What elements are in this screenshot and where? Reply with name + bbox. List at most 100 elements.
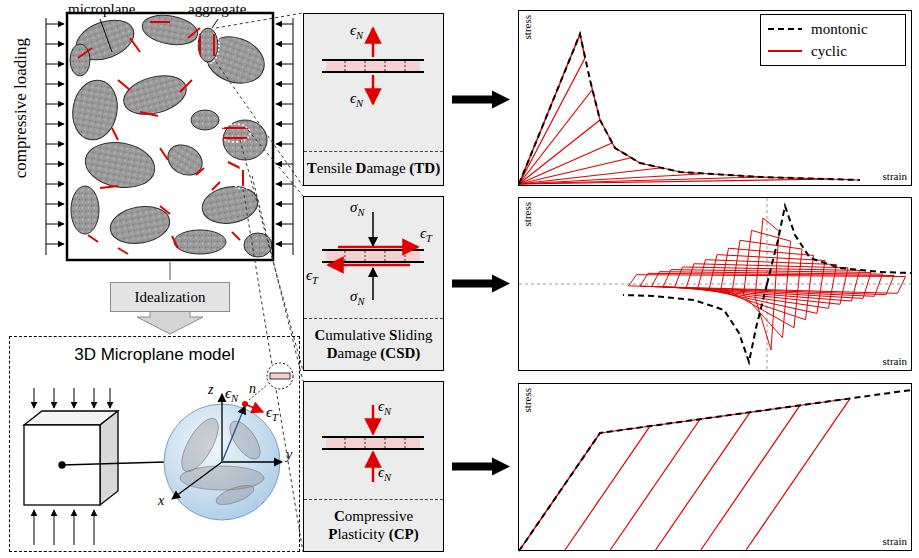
load-arrows <box>46 44 64 45</box>
load-arrows <box>46 144 64 145</box>
annotation-label: n <box>249 381 256 396</box>
microplane-band <box>322 60 424 72</box>
symbol-label: ϵT <box>420 225 432 245</box>
load-arrows <box>46 224 64 225</box>
concrete-specimen <box>67 13 273 260</box>
annotation-label: x <box>158 493 164 508</box>
annotation-label: y <box>286 447 292 462</box>
load-arrows <box>276 24 293 25</box>
aggregate-particles <box>70 44 90 76</box>
strain-arrows <box>372 405 375 434</box>
load-arrows <box>54 510 55 545</box>
microplane-band <box>322 437 424 449</box>
load-arrows <box>94 388 95 408</box>
stress-strain-curves <box>519 34 911 551</box>
process-box: Idealization <box>110 282 230 312</box>
unit-sphere <box>164 363 293 520</box>
zoom-leader <box>216 62 303 186</box>
load-arrows <box>46 204 64 205</box>
aggregate-particles <box>191 110 219 130</box>
cube <box>24 411 165 505</box>
stress-strain-curves <box>745 399 850 551</box>
microplane-band <box>322 71 424 73</box>
unit-sphere <box>172 462 222 499</box>
flow-arrow <box>452 280 492 288</box>
mechanism-panel: Tensile Damage (TD) <box>303 13 444 186</box>
leader-line <box>100 19 218 52</box>
aggregate-particles <box>71 186 99 234</box>
stress-strain-curves <box>700 405 800 551</box>
leader-line <box>100 19 112 52</box>
unit-sphere <box>172 394 282 499</box>
zoom-leader <box>216 13 303 28</box>
chart-frame: stressstrain <box>518 383 912 551</box>
symbol-label: ϵN <box>225 385 238 405</box>
strain-arrows <box>338 246 418 249</box>
panel-ground <box>303 381 444 552</box>
legend-line <box>768 28 802 30</box>
microplane-band <box>385 438 386 448</box>
microplane-band <box>322 448 424 450</box>
load-arrows <box>34 388 110 545</box>
node-text: 3D Microplane model <box>10 337 299 365</box>
load-arrows <box>46 18 293 255</box>
load-arrows <box>46 18 47 255</box>
aggregate-particles <box>140 13 200 49</box>
node-text: Compressive Plasticity (CP) <box>304 499 443 551</box>
load-arrows <box>276 124 293 125</box>
symbol-label: ϵN <box>378 398 391 418</box>
legend-entry: montonic <box>767 18 899 40</box>
stress-strain-curves <box>519 143 612 184</box>
load-arrows <box>110 388 111 408</box>
load-arrows <box>46 124 64 125</box>
microplane-band <box>345 438 346 448</box>
microplane-marks <box>118 248 128 254</box>
stress-strain-curves <box>610 419 700 551</box>
microplane-marks <box>78 48 92 58</box>
load-arrows <box>276 244 293 245</box>
axis-label: stress <box>522 202 533 226</box>
annotation-label: compressive loading <box>12 38 31 178</box>
aggregate-particles <box>244 233 272 257</box>
load-arrows <box>34 388 35 408</box>
microplane-band <box>326 250 420 262</box>
load-arrows <box>46 84 64 85</box>
load-arrows <box>34 510 35 545</box>
model-panel: 3D Microplane model <box>9 336 300 552</box>
annotation-label: z <box>208 382 213 397</box>
load-arrows <box>46 164 64 165</box>
node-text: Cumulative Sliding Damage (CSD) <box>304 318 443 370</box>
link-line <box>169 262 171 280</box>
legend-text: montonic <box>811 21 868 38</box>
symbol-label: σN <box>350 288 364 308</box>
stress-strain-curves <box>519 158 630 184</box>
leader-line <box>212 19 218 28</box>
aggregate-particles <box>107 202 172 248</box>
idealization-arrow <box>137 311 203 334</box>
load-arrows <box>276 44 293 45</box>
stress-strain-curves <box>519 179 830 184</box>
load-arrows <box>276 84 293 85</box>
unit-sphere <box>222 461 282 462</box>
zoom-leader <box>248 130 303 196</box>
load-arrows <box>94 510 95 545</box>
microplane-band <box>322 261 424 263</box>
microplane-band <box>385 251 386 261</box>
unit-sphere <box>175 413 226 477</box>
stress-strain-curves <box>767 206 911 284</box>
microplane-marks <box>242 170 244 186</box>
stress-strain-curves <box>519 58 585 184</box>
mechanism-panel: Compressive Plasticity (CP) <box>303 381 444 552</box>
load-arrows <box>74 388 75 408</box>
load-arrows <box>276 144 293 145</box>
microplane-marks <box>130 38 140 52</box>
cube <box>100 411 118 505</box>
load-arrows <box>46 184 64 185</box>
microplane-band <box>365 251 366 261</box>
unit-sphere <box>245 404 263 412</box>
microplane-marks <box>172 236 178 248</box>
load-arrows <box>276 204 293 205</box>
microplane-band <box>322 60 424 449</box>
cube <box>62 462 165 465</box>
